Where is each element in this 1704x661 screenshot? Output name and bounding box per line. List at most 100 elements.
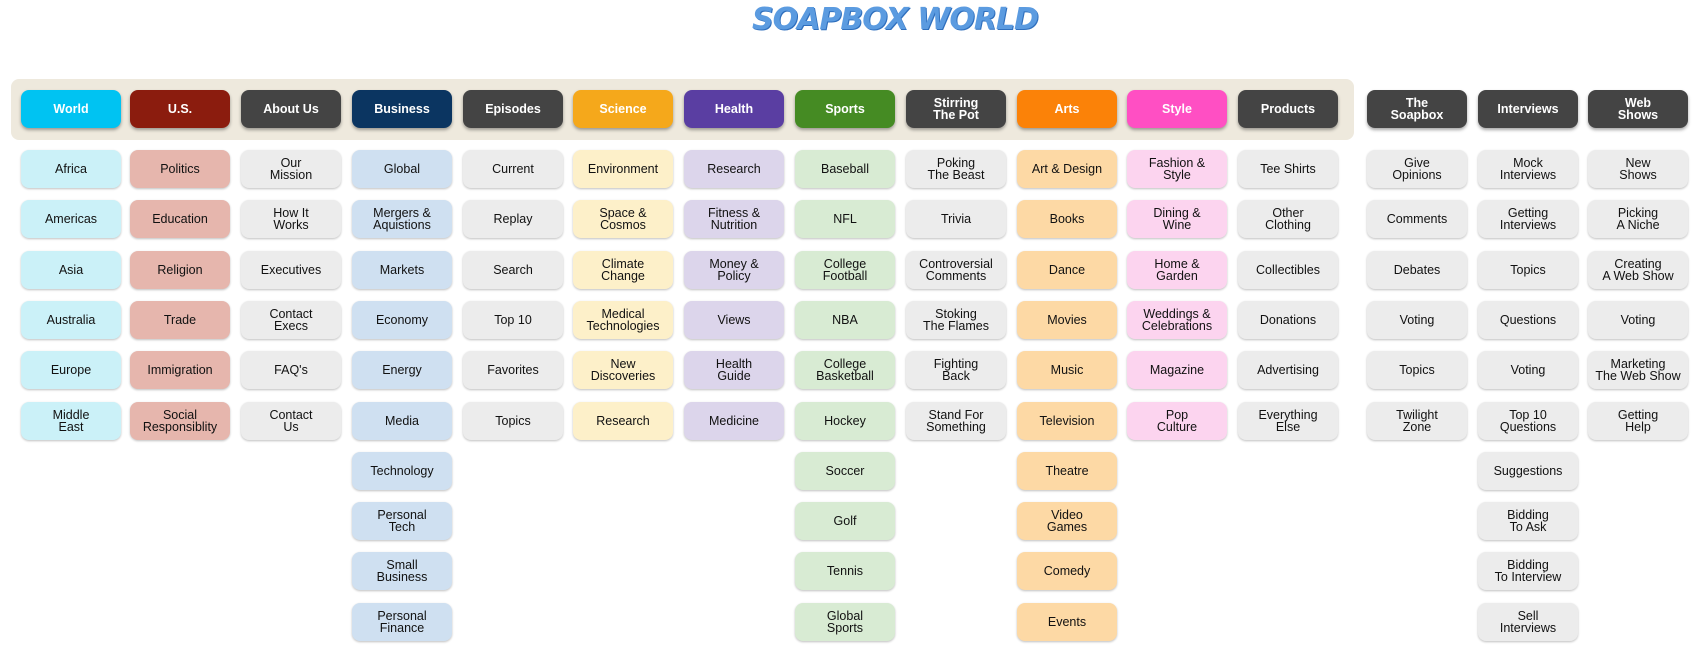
menu-item-sports-tennis[interactable]: Tennis xyxy=(795,552,895,591)
menu-item-sports-global-sports[interactable]: Global Sports xyxy=(795,602,895,641)
menu-item-interviews-sell-interviews[interactable]: Sell Interviews xyxy=(1478,602,1578,641)
menu-item-arts-theatre[interactable]: Theatre xyxy=(1017,451,1117,490)
menu-item-business-technology[interactable]: Technology xyxy=(352,451,452,490)
menu-item-style-home-garden[interactable]: Home & Garden xyxy=(1127,250,1227,289)
menu-item-arts-television[interactable]: Television xyxy=(1017,401,1117,440)
menu-item-science-medical-technologies[interactable]: Medical Technologies xyxy=(573,300,673,339)
menu-item-episodes-search[interactable]: Search xyxy=(463,250,563,289)
menu-item-sports-baseball[interactable]: Baseball xyxy=(795,150,895,188)
nav-header-interviews[interactable]: Interviews xyxy=(1478,90,1578,128)
menu-item-business-economy[interactable]: Economy xyxy=(352,300,452,339)
menu-item-business-media[interactable]: Media xyxy=(352,401,452,440)
menu-item-interviews-mock-interviews[interactable]: Mock Interviews xyxy=(1478,150,1578,188)
menu-item-health-medicine[interactable]: Medicine xyxy=(684,401,784,440)
nav-header-web-shows[interactable]: Web Shows xyxy=(1588,90,1688,128)
menu-item-the-soapbox-comments[interactable]: Comments xyxy=(1367,200,1467,239)
menu-item-web-shows-creating-a-web-show[interactable]: Creating A Web Show xyxy=(1588,250,1688,289)
nav-header-episodes[interactable]: Episodes xyxy=(463,90,563,128)
menu-item-health-views[interactable]: Views xyxy=(684,300,784,339)
menu-item-stirring-the-pot-controversial-comments[interactable]: Controversial Comments xyxy=(906,250,1006,289)
menu-item-sports-golf[interactable]: Golf xyxy=(795,502,895,541)
menu-item-arts-comedy[interactable]: Comedy xyxy=(1017,552,1117,591)
menu-item-arts-music[interactable]: Music xyxy=(1017,351,1117,390)
menu-item-sports-college-football[interactable]: College Football xyxy=(795,250,895,289)
nav-header-world[interactable]: World xyxy=(21,90,121,128)
menu-item-about-us-faq-s[interactable]: FAQ's xyxy=(241,351,341,390)
menu-item-interviews-topics[interactable]: Topics xyxy=(1478,250,1578,289)
menu-item-web-shows-voting[interactable]: Voting xyxy=(1588,300,1688,339)
menu-item-sports-nba[interactable]: NBA xyxy=(795,300,895,339)
menu-item-web-shows-getting-help[interactable]: Getting Help xyxy=(1588,401,1688,440)
menu-item-products-donations[interactable]: Donations xyxy=(1238,300,1338,339)
menu-item-products-advertising[interactable]: Advertising xyxy=(1238,351,1338,390)
menu-item-episodes-top-10[interactable]: Top 10 xyxy=(463,300,563,339)
menu-item-science-space-cosmos[interactable]: Space & Cosmos xyxy=(573,200,673,239)
menu-item-style-dining-wine[interactable]: Dining & Wine xyxy=(1127,200,1227,239)
menu-item-science-environment[interactable]: Environment xyxy=(573,150,673,188)
menu-item-u-s-politics[interactable]: Politics xyxy=(130,150,230,188)
nav-header-the-soapbox[interactable]: The Soapbox xyxy=(1367,90,1467,128)
menu-item-products-everything-else[interactable]: Everything Else xyxy=(1238,401,1338,440)
menu-item-health-research[interactable]: Research xyxy=(684,150,784,188)
menu-item-business-mergers-aquistions[interactable]: Mergers & Aquistions xyxy=(352,200,452,239)
menu-item-style-fashion-style[interactable]: Fashion & Style xyxy=(1127,150,1227,188)
nav-header-about-us[interactable]: About Us xyxy=(241,90,341,128)
menu-item-style-magazine[interactable]: Magazine xyxy=(1127,351,1227,390)
nav-header-arts[interactable]: Arts xyxy=(1017,90,1117,128)
menu-item-health-money-policy[interactable]: Money & Policy xyxy=(684,250,784,289)
menu-item-sports-college-basketball[interactable]: College Basketball xyxy=(795,351,895,390)
menu-item-u-s-religion[interactable]: Religion xyxy=(130,250,230,289)
menu-item-arts-events[interactable]: Events xyxy=(1017,602,1117,641)
menu-item-interviews-questions[interactable]: Questions xyxy=(1478,300,1578,339)
menu-item-world-africa[interactable]: Africa xyxy=(21,150,121,188)
menu-item-sports-hockey[interactable]: Hockey xyxy=(795,401,895,440)
menu-item-about-us-our-mission[interactable]: Our Mission xyxy=(241,150,341,188)
menu-item-arts-movies[interactable]: Movies xyxy=(1017,300,1117,339)
menu-item-business-personal-finance[interactable]: Personal Finance xyxy=(352,602,452,641)
menu-item-health-fitness-nutrition[interactable]: Fitness & Nutrition xyxy=(684,200,784,239)
menu-item-sports-soccer[interactable]: Soccer xyxy=(795,451,895,490)
nav-header-sports[interactable]: Sports xyxy=(795,90,895,128)
menu-item-arts-video-games[interactable]: Video Games xyxy=(1017,502,1117,541)
menu-item-interviews-top-10-questions[interactable]: Top 10 Questions xyxy=(1478,401,1578,440)
menu-item-stirring-the-pot-fighting-back[interactable]: Fighting Back xyxy=(906,351,1006,390)
nav-header-products[interactable]: Products xyxy=(1238,90,1338,128)
menu-item-episodes-topics[interactable]: Topics xyxy=(463,401,563,440)
nav-header-science[interactable]: Science xyxy=(573,90,673,128)
menu-item-the-soapbox-twilight-zone[interactable]: Twilight Zone xyxy=(1367,401,1467,440)
menu-item-business-markets[interactable]: Markets xyxy=(352,250,452,289)
nav-header-stirring-the-pot[interactable]: Stirring The Pot xyxy=(906,90,1006,128)
menu-item-business-small-business[interactable]: Small Business xyxy=(352,552,452,591)
menu-item-episodes-favorites[interactable]: Favorites xyxy=(463,351,563,390)
menu-item-science-climate-change[interactable]: Climate Change xyxy=(573,250,673,289)
menu-item-science-research[interactable]: Research xyxy=(573,401,673,440)
menu-item-business-energy[interactable]: Energy xyxy=(352,351,452,390)
nav-header-health[interactable]: Health xyxy=(684,90,784,128)
menu-item-web-shows-marketing-the-web-show[interactable]: Marketing The Web Show xyxy=(1588,351,1688,390)
menu-item-world-middle-east[interactable]: Middle East xyxy=(21,401,121,440)
menu-item-products-tee-shirts[interactable]: Tee Shirts xyxy=(1238,150,1338,188)
menu-item-the-soapbox-debates[interactable]: Debates xyxy=(1367,250,1467,289)
menu-item-world-australia[interactable]: Australia xyxy=(21,300,121,339)
menu-item-products-collectibles[interactable]: Collectibles xyxy=(1238,250,1338,289)
menu-item-stirring-the-pot-stoking-the-flames[interactable]: Stoking The Flames xyxy=(906,300,1006,339)
nav-header-style[interactable]: Style xyxy=(1127,90,1227,128)
menu-item-interviews-bidding-to-interview[interactable]: Bidding To Interview xyxy=(1478,552,1578,591)
menu-item-the-soapbox-topics[interactable]: Topics xyxy=(1367,351,1467,390)
menu-item-web-shows-new-shows[interactable]: New Shows xyxy=(1588,150,1688,188)
menu-item-stirring-the-pot-stand-for-something[interactable]: Stand For Something xyxy=(906,401,1006,440)
menu-item-world-americas[interactable]: Americas xyxy=(21,200,121,239)
menu-item-stirring-the-pot-poking-the-beast[interactable]: Poking The Beast xyxy=(906,150,1006,188)
menu-item-arts-books[interactable]: Books xyxy=(1017,200,1117,239)
menu-item-stirring-the-pot-trivia[interactable]: Trivia xyxy=(906,200,1006,239)
menu-item-about-us-contact-execs[interactable]: Contact Execs xyxy=(241,300,341,339)
menu-item-arts-art-design[interactable]: Art & Design xyxy=(1017,150,1117,188)
menu-item-u-s-immigration[interactable]: Immigration xyxy=(130,351,230,390)
menu-item-business-global[interactable]: Global xyxy=(352,150,452,188)
menu-item-interviews-bidding-to-ask[interactable]: Bidding To Ask xyxy=(1478,502,1578,541)
menu-item-interviews-voting[interactable]: Voting xyxy=(1478,351,1578,390)
menu-item-sports-nfl[interactable]: NFL xyxy=(795,200,895,239)
menu-item-about-us-how-it-works[interactable]: How It Works xyxy=(241,200,341,239)
menu-item-u-s-trade[interactable]: Trade xyxy=(130,300,230,339)
menu-item-the-soapbox-give-opinions[interactable]: Give Opinions xyxy=(1367,150,1467,188)
